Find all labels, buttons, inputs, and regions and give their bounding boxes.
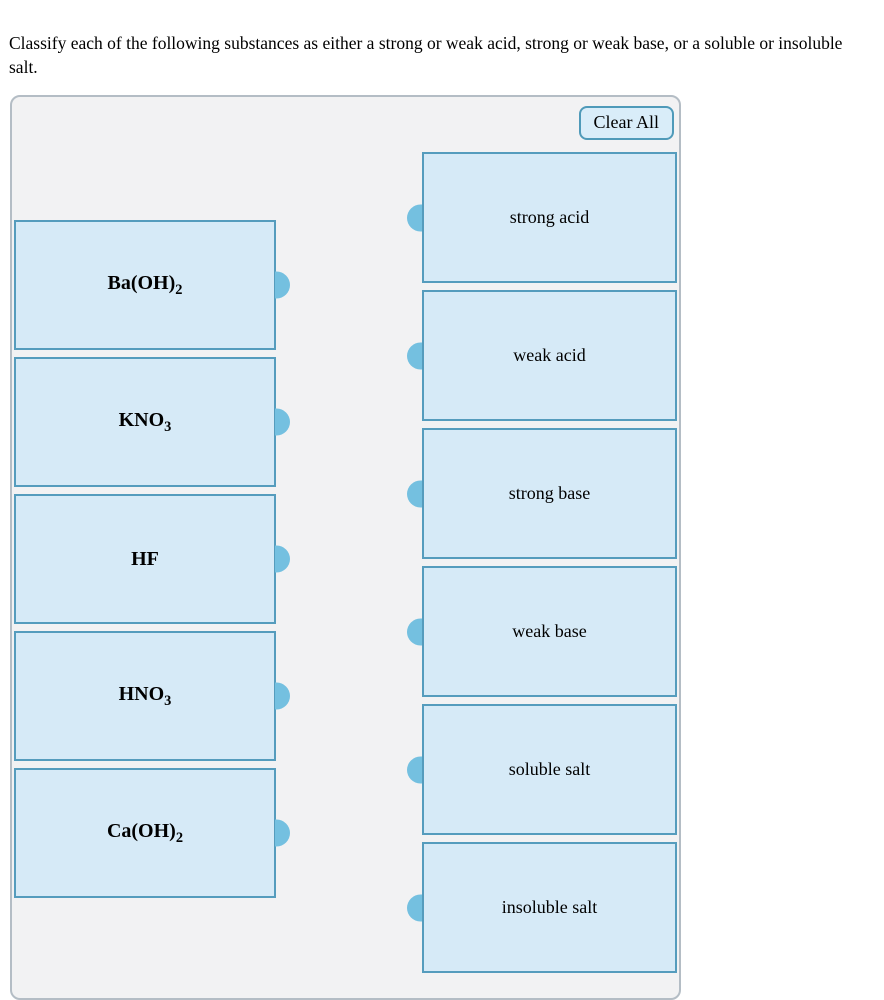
category-label: insoluble salt (501, 897, 598, 917)
connector-knob-icon (275, 819, 290, 847)
connector-knob-icon (407, 480, 422, 507)
category-target[interactable]: strong base (407, 428, 677, 559)
clear-all-button[interactable]: Clear All (578, 106, 674, 140)
category-target[interactable]: weak acid (407, 290, 677, 421)
category-label: weak base (512, 621, 587, 641)
category-label: strong acid (509, 207, 590, 227)
category-label: strong base (508, 483, 591, 503)
question-text: Classify each of the following substance… (9, 33, 843, 77)
substance-item[interactable]: Ba(OH)2 (14, 220, 290, 350)
substance-formula: Ba(OH)2 (107, 271, 183, 298)
connector-knob-icon (275, 682, 290, 710)
connector-knob-icon (275, 271, 290, 299)
category-label: soluble salt (508, 759, 591, 779)
substance-item[interactable]: Ca(OH)2 (14, 768, 290, 898)
classification-panel: Clear All Ba(OH)2 KNO3 HF HNO3 Ca(OH)2 s… (10, 95, 681, 1000)
connector-knob-icon (407, 204, 422, 231)
substance-formula: HF (131, 547, 159, 570)
substance-item[interactable]: KNO3 (14, 357, 290, 487)
connector-knob-icon (407, 756, 422, 783)
substance-formula: Ca(OH)2 (106, 819, 184, 846)
category-label: weak acid (513, 345, 586, 365)
category-target[interactable]: soluble salt (407, 704, 677, 835)
connector-knob-icon (407, 894, 422, 921)
connector-knob-icon (407, 618, 422, 645)
substance-formula: HNO3 (118, 682, 172, 709)
connector-knob-icon (407, 342, 422, 369)
draggable-items-column: Ba(OH)2 KNO3 HF HNO3 Ca(OH)2 (14, 220, 290, 905)
connector-knob-icon (275, 545, 290, 573)
category-targets-column: strong acid weak acid strong base weak b… (407, 152, 677, 980)
substance-item[interactable]: HF (14, 494, 290, 624)
substance-formula: KNO3 (118, 408, 172, 435)
substance-item[interactable]: HNO3 (14, 631, 290, 761)
category-target[interactable]: weak base (407, 566, 677, 697)
category-target[interactable]: strong acid (407, 152, 677, 283)
connector-knob-icon (275, 408, 290, 436)
category-target[interactable]: insoluble salt (407, 842, 677, 973)
